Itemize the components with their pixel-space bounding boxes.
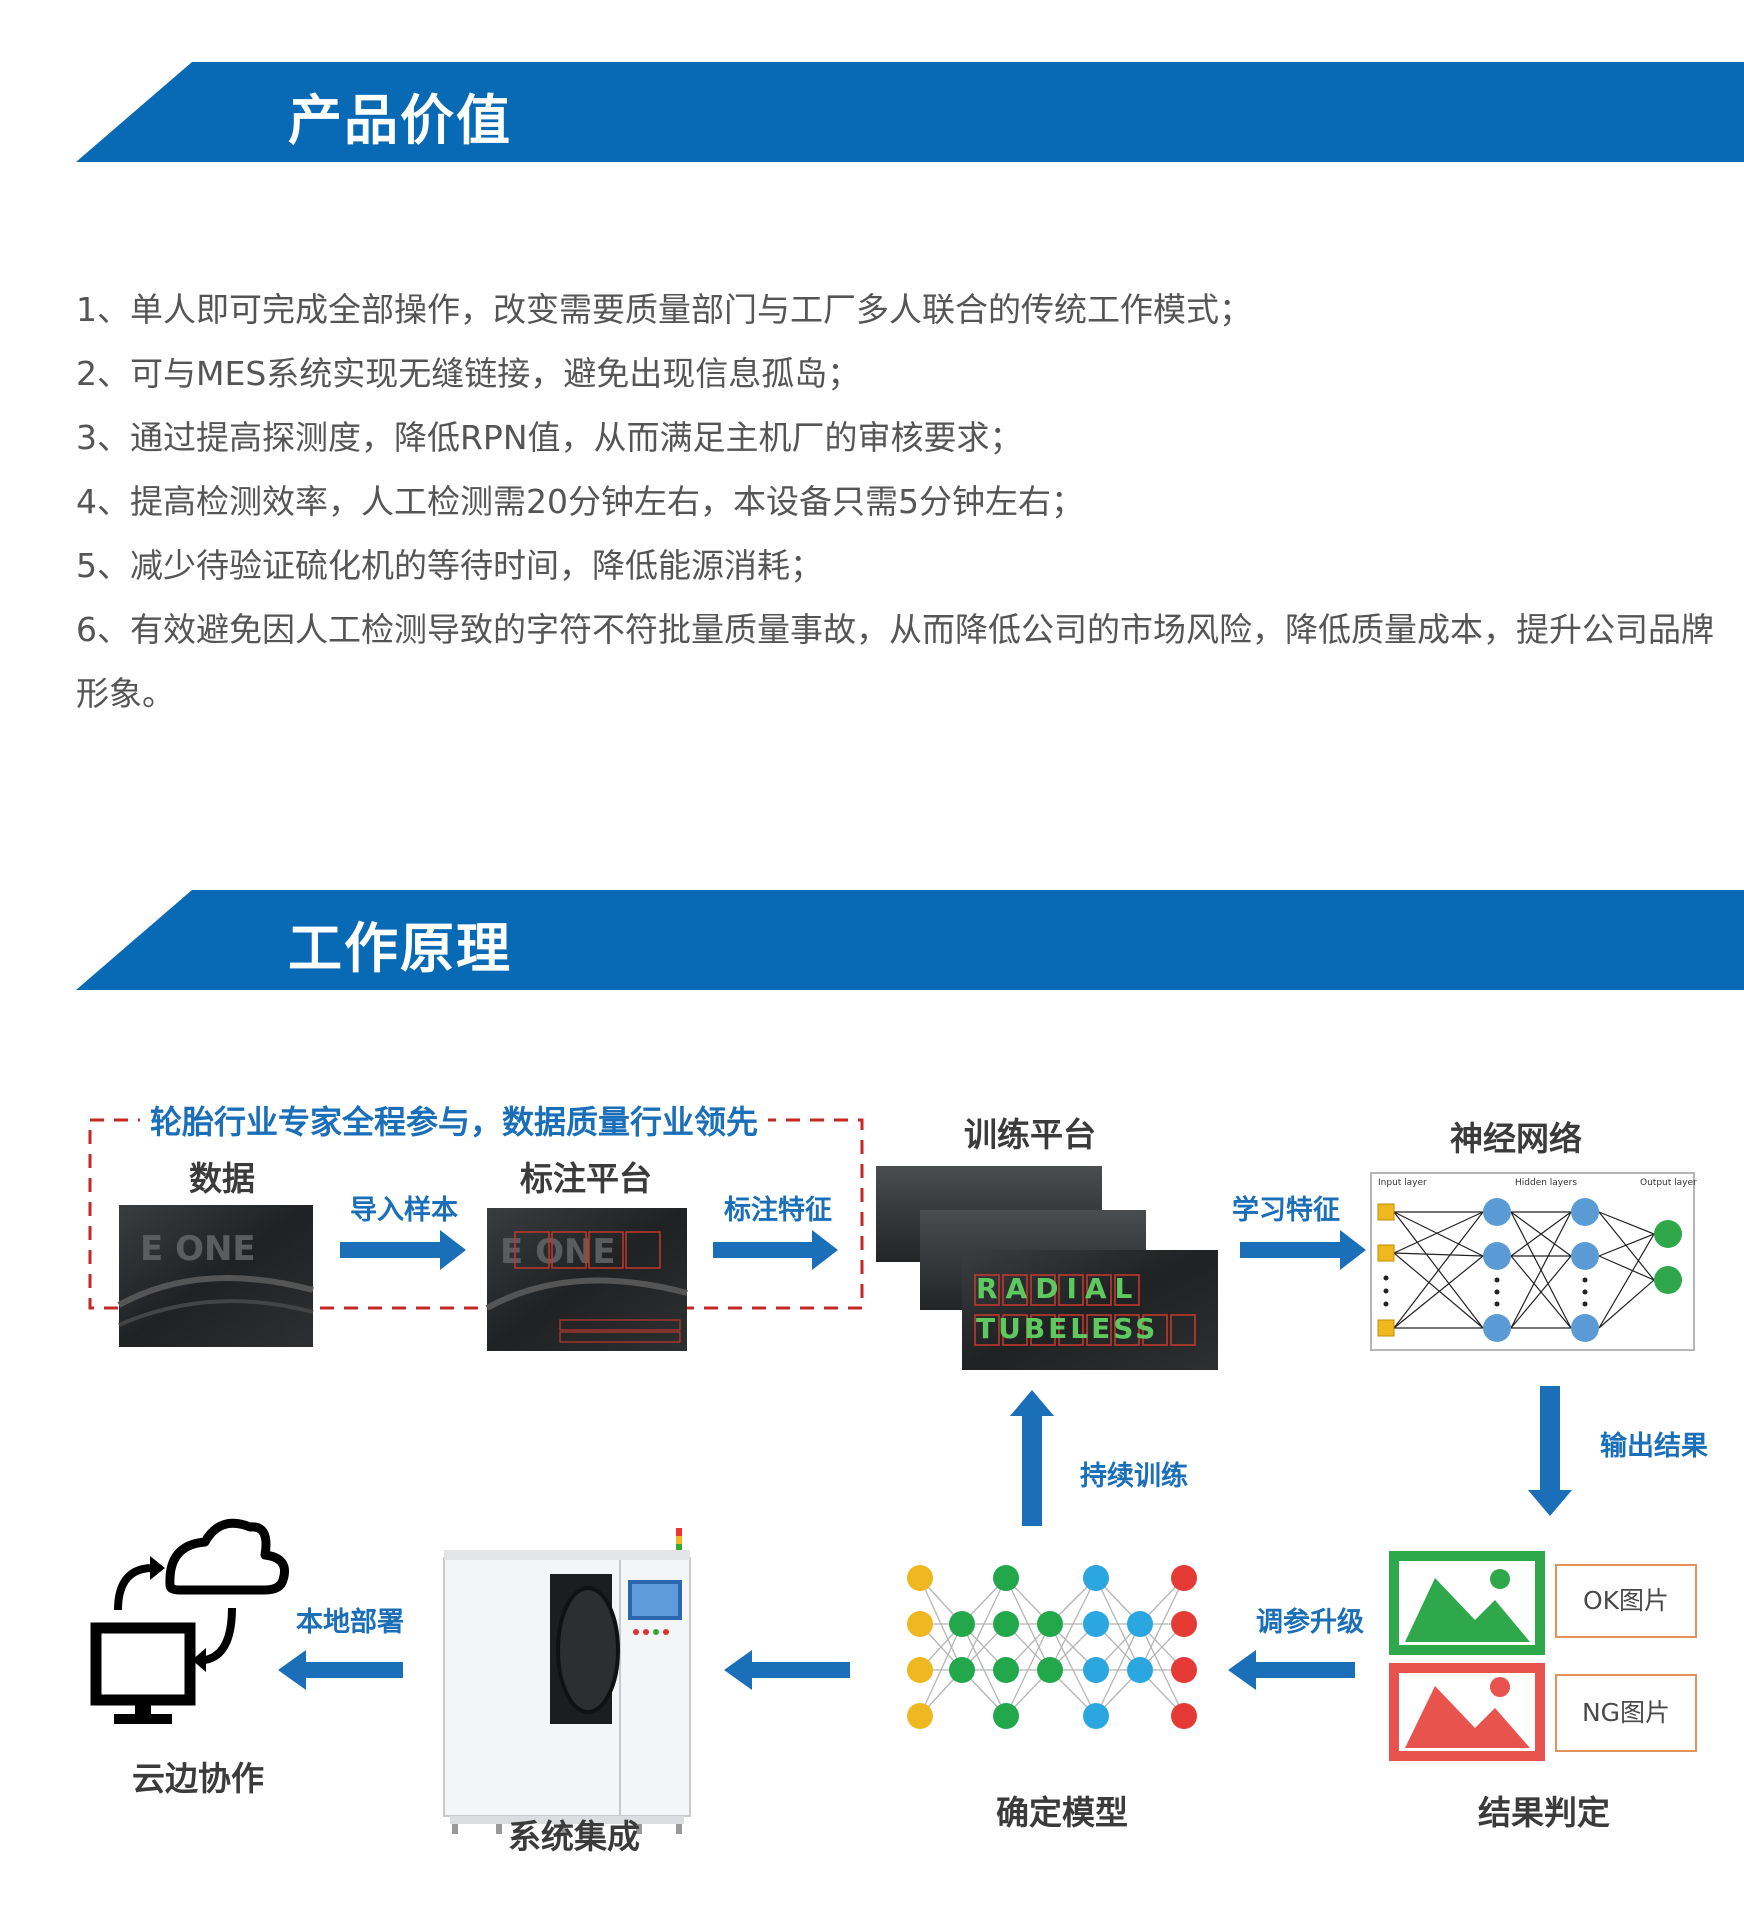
neural-network-graphic — [1370, 1172, 1695, 1351]
value-item: 3、通过提高探测度，降低RPN值，从而满足主机厂的审核要求； — [76, 418, 1023, 457]
svg-text:E ONE: E ONE — [140, 1229, 256, 1269]
model-node — [949, 1611, 975, 1637]
node-label-network: 神经网络 — [1450, 1119, 1582, 1158]
ng-picture-icon — [1389, 1663, 1545, 1761]
model-node — [907, 1703, 933, 1729]
arrow-label-output: 输出结果 — [1600, 1431, 1708, 1462]
model-node — [1171, 1611, 1197, 1637]
model-node — [907, 1611, 933, 1637]
model-node — [1083, 1703, 1109, 1729]
model-node — [1127, 1611, 1153, 1637]
model-node — [949, 1657, 975, 1683]
section-banner-principle: 工作原理 — [0, 890, 1744, 990]
data-tire-photo: E ONE — [117, 1205, 314, 1347]
model-node — [1127, 1657, 1153, 1683]
model-network-graphic — [907, 1565, 1197, 1729]
section-banner-value: 产品价值 — [0, 62, 1744, 162]
ok-result-tag: OK图片 — [1555, 1564, 1697, 1638]
model-node — [1083, 1611, 1109, 1637]
value-item: 2、可与MES系统实现无缝链接，避免出现信息孤岛； — [76, 354, 861, 393]
diagram-graphics: E ONE E ONE — [88, 1118, 1695, 1834]
node-label-system: 系统集成 — [508, 1817, 640, 1856]
section-title-principle: 工作原理 — [288, 917, 512, 980]
arrow-label-deploy: 本地部署 — [296, 1607, 404, 1638]
expert-note: 轮胎行业专家全程参与，数据质量行业领先 — [140, 1097, 769, 1143]
ok-picture-icon — [1389, 1551, 1545, 1655]
workflow-diagram: E ONE E ONE — [0, 1080, 1744, 1914]
model-node — [1037, 1611, 1063, 1637]
cloud-monitor-icon — [90, 1518, 289, 1724]
model-node — [1171, 1565, 1197, 1591]
value-item: 6、有效避免因人工检测导致的字符不符批量质量事故，从而降低公司的市场风险，降低质… — [76, 610, 1714, 713]
svg-text:E ONE: E ONE — [500, 1232, 616, 1272]
model-node — [1083, 1565, 1109, 1591]
flow-arrows — [278, 1230, 1572, 1690]
arrow-label-tune: 调参升级 — [1256, 1607, 1364, 1638]
arrow-label-learn: 学习特征 — [1232, 1195, 1340, 1226]
node-label-training: 训练平台 — [964, 1115, 1096, 1154]
model-node — [993, 1703, 1019, 1729]
nn-input-layer-label: Input layer — [1378, 1178, 1427, 1188]
model-node — [907, 1565, 933, 1591]
arrow-label-import: 导入样本 — [350, 1195, 458, 1226]
model-node — [993, 1565, 1019, 1591]
arrow-label-retrain: 持续训练 — [1080, 1461, 1188, 1492]
value-item: 4、提高检测效率，人工检测需20分钟左右，本设备只需5分钟左右； — [76, 482, 1084, 521]
ng-result-tag: NG图片 — [1555, 1674, 1697, 1752]
value-item: 1、单人即可完成全部操作，改变需要质量部门与工厂多人联合的传统工作模式； — [76, 290, 1252, 329]
banner-shape — [76, 62, 1744, 162]
training-tire-photos — [876, 1166, 1218, 1370]
machine-graphic — [443, 1528, 691, 1834]
tire-text-tubeless: TUBELESS — [976, 1312, 1159, 1345]
model-node — [1171, 1703, 1197, 1729]
node-label-judge: 结果判定 — [1478, 1793, 1610, 1832]
arrow-label-label: 标注特征 — [724, 1195, 832, 1226]
nn-output-layer-label: Output layer — [1640, 1178, 1697, 1188]
node-label-data: 数据 — [189, 1159, 255, 1198]
model-node — [993, 1657, 1019, 1683]
model-node — [1083, 1657, 1109, 1683]
model-node — [993, 1611, 1019, 1637]
nn-hidden-layers-label: Hidden layers — [1515, 1178, 1578, 1188]
model-node — [907, 1657, 933, 1683]
annotation-tire-photo: E ONE — [485, 1208, 688, 1351]
value-item: 5、减少待验证硫化机的等待时间，降低能源消耗； — [76, 546, 823, 585]
tire-text-radial: RADIAL — [976, 1272, 1141, 1305]
node-label-cloud: 云边协作 — [132, 1759, 264, 1798]
banner-shape — [76, 890, 1744, 990]
value-list: 1、单人即可完成全部操作，改变需要质量部门与工厂多人联合的传统工作模式； 2、可… — [76, 278, 1736, 726]
model-node — [1037, 1657, 1063, 1683]
model-node — [1171, 1657, 1197, 1683]
node-label-annotation: 标注平台 — [520, 1159, 652, 1198]
section-title-value: 产品价值 — [288, 89, 512, 152]
node-label-model: 确定模型 — [996, 1793, 1128, 1832]
